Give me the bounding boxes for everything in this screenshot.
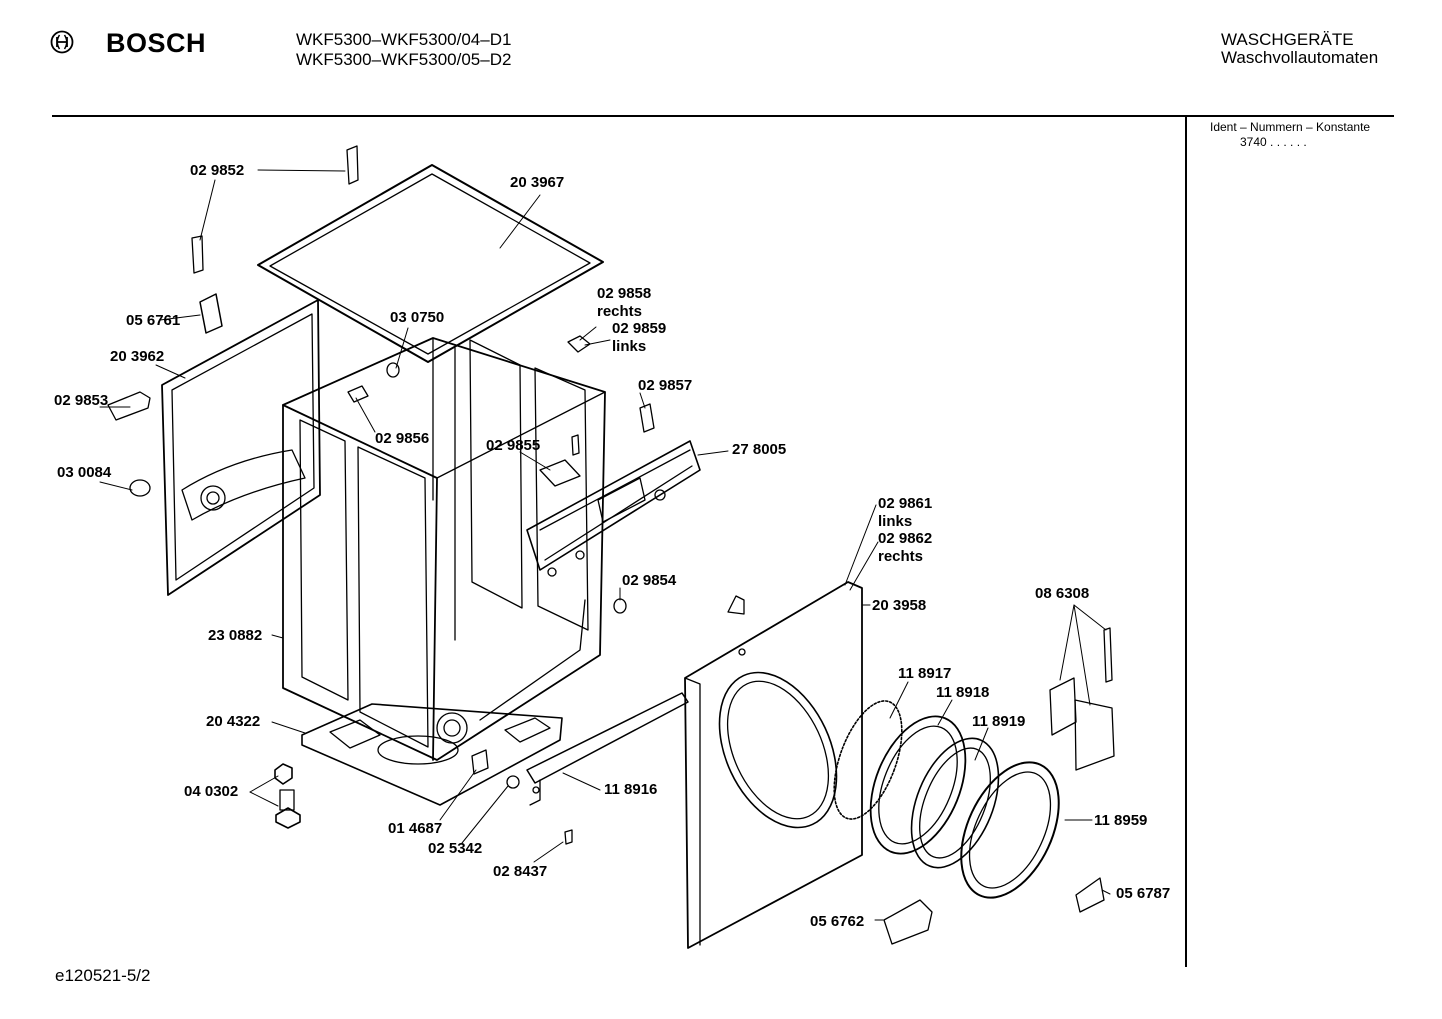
part-label-029855: 02 9855 bbox=[486, 437, 541, 454]
part-label-029858: 02 9858 bbox=[597, 285, 652, 302]
part-label-118917: 11 8917 bbox=[898, 665, 952, 682]
cabinet-part bbox=[282, 337, 606, 761]
part-label-025342: 02 5342 bbox=[428, 840, 483, 857]
category-line-2: Waschvollautomaten bbox=[1221, 48, 1379, 67]
rail-part bbox=[526, 692, 689, 806]
part-label-203967: 20 3967 bbox=[510, 174, 565, 191]
part-label-056761: 05 6761 bbox=[126, 312, 181, 329]
ident-value: 3740 . . . . . . bbox=[1240, 135, 1307, 149]
part-label-014687: 01 4687 bbox=[388, 820, 443, 837]
front-panel-part bbox=[684, 581, 863, 949]
part-note-029861: links bbox=[878, 513, 913, 530]
brand-name: BOSCH bbox=[106, 28, 207, 58]
ident-title: Ident – Nummern – Konstante bbox=[1210, 120, 1371, 134]
part-label-028437: 02 8437 bbox=[493, 863, 548, 880]
part-label-056787: 05 6787 bbox=[1116, 885, 1171, 902]
leader-lines bbox=[99, 169, 1111, 921]
part-label-203958: 20 3958 bbox=[872, 597, 927, 614]
part-label-118919: 11 8919 bbox=[972, 713, 1026, 730]
part-label-030084: 03 0084 bbox=[57, 464, 112, 481]
part-label-278005: 27 8005 bbox=[732, 441, 787, 458]
part-label-030750: 03 0750 bbox=[390, 309, 445, 326]
part-label-203962: 20 3962 bbox=[110, 348, 165, 365]
bosch-logo-icon bbox=[50, 30, 74, 54]
part-label-029852: 02 9852 bbox=[190, 162, 245, 179]
model-line-2: WKF5300–WKF5300/05–D2 bbox=[296, 50, 512, 69]
part-label-118959: 11 8959 bbox=[1094, 812, 1148, 829]
model-line-1: WKF5300–WKF5300/04–D1 bbox=[296, 30, 512, 49]
part-label-040302: 04 0302 bbox=[184, 783, 239, 800]
category-line-1: WASCHGERÄTE bbox=[1221, 30, 1354, 49]
top-cover-part bbox=[257, 164, 604, 363]
part-note-029858: rechts bbox=[597, 303, 643, 320]
sidebar-divider bbox=[1185, 117, 1187, 967]
control-bracket-part bbox=[526, 440, 701, 577]
base-plate-part bbox=[301, 703, 563, 806]
header-divider bbox=[52, 115, 1394, 117]
part-label-029857: 02 9857 bbox=[638, 377, 693, 394]
part-label-029861: 02 9861 bbox=[878, 495, 933, 512]
part-label-118918: 11 8918 bbox=[936, 684, 990, 701]
part-label-118916: 11 8916 bbox=[604, 781, 658, 798]
side-panel-part bbox=[161, 299, 321, 596]
part-label-056762: 05 6762 bbox=[810, 913, 865, 930]
hinge-part bbox=[1049, 627, 1115, 771]
part-label-204322: 20 4322 bbox=[206, 713, 261, 730]
part-note-029859: links bbox=[612, 338, 647, 355]
part-label-029859: 02 9859 bbox=[612, 320, 667, 337]
footer-code: e120521-5/2 bbox=[55, 966, 151, 985]
part-label-029854: 02 9854 bbox=[622, 572, 677, 589]
part-label-086308: 08 6308 bbox=[1035, 585, 1090, 602]
part-label-029862: 02 9862 bbox=[878, 530, 933, 547]
small-parts bbox=[107, 145, 1105, 945]
part-label-029856: 02 9856 bbox=[375, 430, 430, 447]
part-note-029862: rechts bbox=[878, 548, 924, 565]
part-label-230882: 23 0882 bbox=[208, 627, 263, 644]
part-label-029853: 02 9853 bbox=[54, 392, 109, 409]
door-ring-parts bbox=[833, 700, 1060, 899]
